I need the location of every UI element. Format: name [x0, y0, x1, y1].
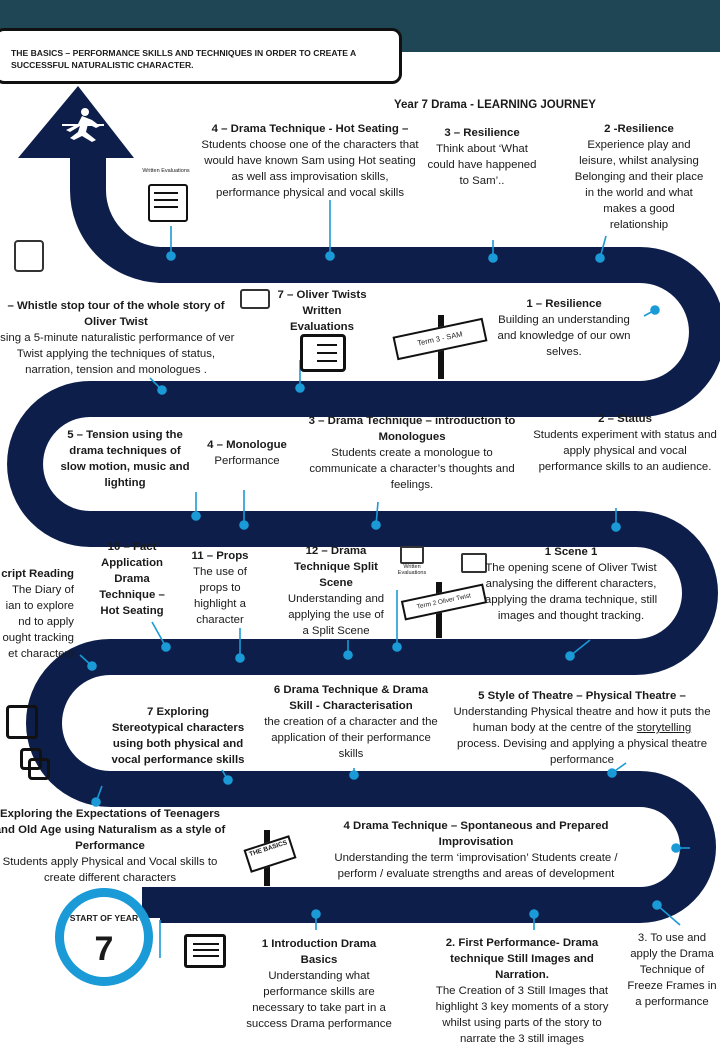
step-whistle-stop: – Whistle stop tour of the whole story o…	[0, 300, 235, 376]
step-hot-seating: 4 – Drama Technique - Hot Seating –Stude…	[201, 123, 419, 199]
code-window-icon	[461, 553, 487, 573]
finish-arrow	[18, 86, 134, 158]
signpost-term2: Term 2 Oliver Twist	[400, 580, 490, 638]
step-freeze-frames: 3. To use and apply the Drama Technique …	[627, 932, 717, 1008]
step-characterisation: 6 Drama Technique & Drama Skill - Charac…	[264, 684, 438, 760]
signpost-term3: Term 3 - SAM	[390, 315, 490, 381]
step-hot-seating-fact: 10 – Fact Application Drama Technique – …	[99, 541, 165, 617]
step-teenagers-old-age: Exploring the Expectations of Teenagers …	[0, 808, 226, 884]
road-path	[7, 150, 720, 923]
tablet-icon	[14, 240, 44, 272]
step-physical-theatre: 5 Style of Theatre – Physical Theatre –U…	[453, 690, 711, 766]
step-improvisation: 4 Drama Technique – Spontaneous and Prep…	[334, 820, 618, 880]
written-evaluations-icon-2: Written Evaluations	[394, 546, 430, 586]
step-stereotypical: 7 Exploring Stereotypical characters usi…	[111, 706, 245, 766]
checklist-icon	[300, 334, 346, 372]
screen-icon	[240, 289, 270, 309]
step-first-performance: 2. First Performance- Drama technique St…	[435, 937, 609, 1045]
start-badge: START OF YEAR 7	[55, 888, 153, 986]
written-evaluations-icon: Written Evaluations	[142, 168, 190, 222]
banner-card: THE BASICS – PERFORMANCE SKILLS AND TECH…	[0, 28, 402, 84]
start-label: START OF YEAR	[69, 913, 139, 923]
python-icon	[16, 746, 50, 780]
page-title: Year 7 Drama - LEARNING JOURNEY	[394, 99, 596, 111]
step-oliver-evaluations: 7 – Oliver Twists Written Evaluations	[277, 289, 367, 333]
start-number: 7	[94, 930, 114, 968]
runner-icon	[62, 108, 104, 142]
sign-term2: Term 2 Oliver Twist	[400, 583, 488, 621]
banner-text: THE BASICS – PERFORMANCE SKILLS AND TECH…	[11, 48, 356, 70]
step-tension: 5 – Tension using the drama techniques o…	[60, 429, 190, 489]
sign-basics: THE BASICS	[243, 835, 297, 873]
signpost-basics: THE BASICS	[243, 830, 304, 888]
checklist-icon-2	[6, 705, 38, 739]
step-monologue-intro: 3 – Drama Technique – introduction to Mo…	[308, 415, 516, 491]
document-icon	[184, 934, 226, 968]
